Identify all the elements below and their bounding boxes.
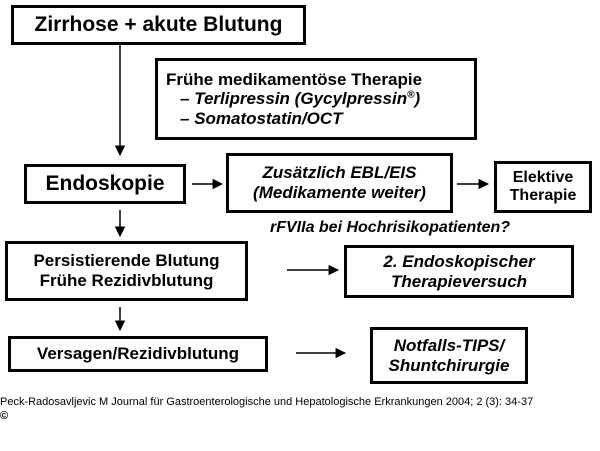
- failure-label: Versagen/Rezidivblutung: [36, 344, 240, 364]
- tips-line-2: Shuntchirurgie: [388, 355, 510, 375]
- second-endoscopy-box: 2. Endoskopischer Therapieversuch: [344, 245, 574, 298]
- dash-2: –: [180, 108, 190, 128]
- endoscopy-label: Endoskopie: [45, 171, 165, 195]
- early-therapy-box: Frühe medikamentöse Therapie – Terlipres…: [155, 58, 477, 140]
- tips-box: Notfalls-TIPS/ Shuntchirurgie: [370, 327, 528, 384]
- cirrhosis-label: Zirrhose + akute Blutung: [34, 12, 283, 36]
- dash-1: –: [180, 89, 190, 109]
- second-endoscopy-line-2: Therapieversuch: [390, 271, 528, 291]
- ebl-box: Zusätzlich EBL/EIS (Medikamente weiter): [226, 153, 453, 213]
- elective-therapy-box: Elektive Therapie: [494, 161, 592, 213]
- somatostatin-label: Somatostatin/OCT: [194, 108, 343, 128]
- failure-box: Versagen/Rezidivblutung: [8, 336, 268, 372]
- tips-line-1: Notfalls-TIPS/: [393, 335, 505, 355]
- persistent-line-2: Frühe Rezidivblutung: [39, 271, 214, 290]
- early-therapy-title: Frühe medikamentöse Therapie: [166, 69, 423, 89]
- elective-line-1: Elektive: [512, 168, 574, 186]
- early-therapy-item-terlipressin: – Terlipressin (Gycylpressin®): [166, 89, 420, 109]
- cirrhosis-box: Zirrhose + akute Blutung: [11, 5, 306, 45]
- endoscopy-box: Endoskopie: [24, 164, 186, 204]
- registered-mark: ®: [407, 89, 415, 101]
- elective-line-2: Therapie: [509, 187, 577, 204]
- early-therapy-item-somatostatin: – Somatostatin/OCT: [166, 109, 343, 129]
- rfviia-note: rFVIIa bei Hochrisikopatienten?: [270, 219, 511, 236]
- citation-text: Peck-Radosavljevic M Journal für Gastroe…: [0, 396, 534, 408]
- persistent-line-1: Persistierende Blutung: [33, 251, 220, 271]
- terlipressin-label: Terlipressin (Gycylpressin: [194, 89, 408, 109]
- ebl-line-2: (Medikamente weiter): [253, 183, 426, 202]
- persistent-bleeding-box: Persistierende Blutung Frühe Rezidivblut…: [5, 241, 248, 301]
- terlipressin-close: ): [414, 89, 421, 109]
- second-endoscopy-line-1: 2. Endoskopischer: [383, 251, 535, 271]
- citation-footer: Peck-Radosavljevic M Journal für Gastroe…: [0, 395, 600, 423]
- copyright-mark: ©: [0, 410, 9, 422]
- ebl-line-1: Zusätzlich EBL/EIS: [262, 163, 417, 183]
